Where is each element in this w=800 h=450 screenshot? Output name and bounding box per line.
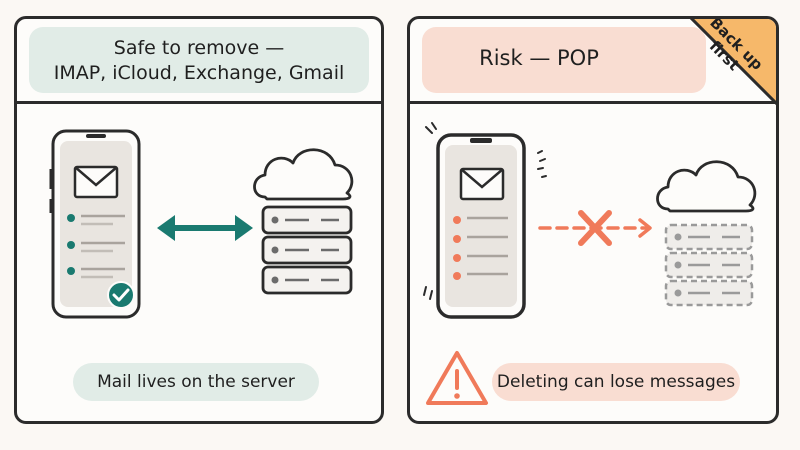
double-arrow-icon bbox=[157, 215, 253, 241]
safe-diagram bbox=[49, 129, 354, 319]
envelope-icon bbox=[73, 165, 119, 199]
safe-header-background bbox=[29, 27, 369, 93]
phone-icon bbox=[436, 133, 526, 319]
shake-marks bbox=[423, 122, 547, 300]
cloud-icon bbox=[253, 148, 354, 201]
risk-caption: Deleting can lose messages bbox=[492, 363, 740, 401]
backup-badge bbox=[689, 19, 776, 106]
safe-title-line1: Safe to remove — bbox=[113, 37, 285, 59]
warning-icon bbox=[426, 351, 488, 405]
safe-title: Safe to remove — IMAP, iCloud, Exchange,… bbox=[17, 36, 381, 86]
risk-title: Risk — POP bbox=[479, 46, 599, 70]
envelope-icon bbox=[459, 167, 505, 201]
risk-panel: Risk — POP Back up first bbox=[407, 16, 779, 424]
server-icon bbox=[664, 223, 754, 307]
safe-caption: Mail lives on the server bbox=[73, 363, 319, 401]
mail-list bbox=[67, 214, 125, 279]
cloud-icon bbox=[656, 160, 757, 213]
x-icon bbox=[578, 210, 612, 246]
risk-diagram bbox=[423, 122, 757, 405]
risk-header-background bbox=[422, 27, 706, 93]
safe-panel: Safe to remove — IMAP, iCloud, Exchange,… bbox=[14, 16, 384, 424]
server-icon bbox=[261, 205, 353, 295]
check-icon bbox=[107, 281, 135, 309]
safe-title-line2: IMAP, iCloud, Exchange, Gmail bbox=[53, 62, 345, 84]
mail-list bbox=[453, 216, 508, 280]
safe-header: Safe to remove — IMAP, iCloud, Exchange,… bbox=[17, 19, 381, 104]
risk-header: Risk — POP bbox=[410, 19, 776, 104]
